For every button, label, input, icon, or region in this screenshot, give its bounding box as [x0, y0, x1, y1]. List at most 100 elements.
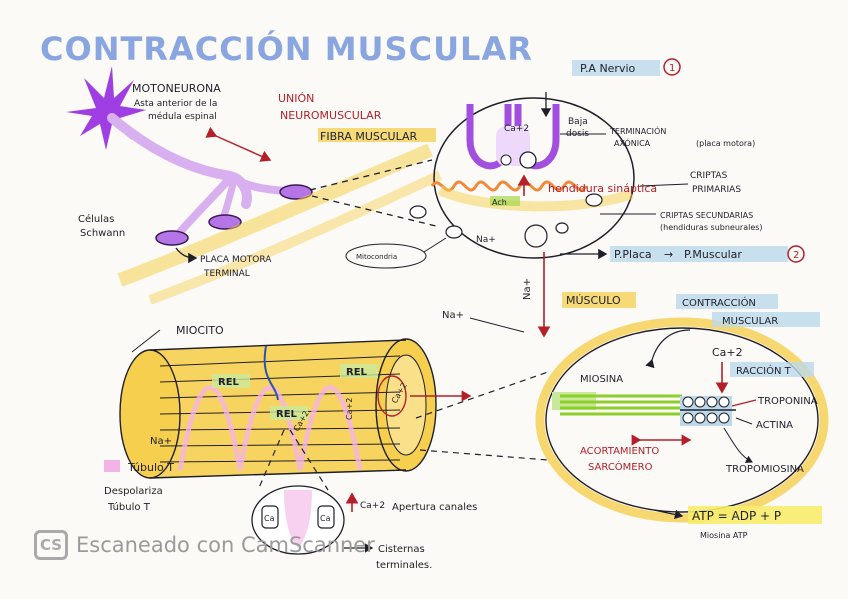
label-cisternas: Cisternas: [378, 544, 425, 555]
label-primarias: PRIMARIAS: [692, 185, 741, 195]
ca-highlight-ring: [377, 375, 407, 417]
highlight-raccion: [730, 362, 814, 377]
label-ca2-top: Ca+2: [504, 124, 529, 134]
pointer-line: [423, 237, 447, 253]
arrow: [645, 329, 691, 369]
watermark-text: Escaneado con CamScanner: [76, 533, 375, 557]
highlight-contraccion: [676, 294, 778, 309]
label-ach: Ach: [492, 198, 507, 207]
t-tubule-zoom: [284, 490, 312, 548]
zoom-line: [289, 429, 329, 491]
label-na-vertical: Na+: [522, 278, 533, 300]
label-placa-motora: PLACA MOTORA: [200, 255, 272, 265]
axon-branch: [176, 172, 236, 236]
label-criptas: CRIPTAS: [690, 171, 728, 181]
synapse-zoom-circle: [433, 97, 635, 259]
highlight-muscular: [712, 312, 820, 327]
label-neuromuscular: NEUROMUSCULAR: [280, 109, 382, 122]
arrow-red: [205, 126, 272, 162]
label-acortamiento: ACORTAMIENTO: [580, 446, 659, 457]
label-ca-circle-2: Ca: [320, 514, 331, 523]
pointer-line: [639, 183, 689, 187]
label-hendidura: hendidura sináptica: [548, 182, 657, 195]
sodium-channel: [524, 224, 548, 248]
muscle-fiber-stroke: [117, 143, 433, 287]
label-rel-2: REL: [346, 367, 368, 378]
label-despolariza-tubulo: Túbulo T: [107, 501, 151, 513]
label-terminal: TERMINAL: [203, 269, 250, 279]
step-number-2: 2: [793, 250, 799, 261]
label-pa-nervio: P.A Nervio: [580, 62, 636, 75]
axon: [107, 113, 252, 209]
scanner-watermark: CS Escaneado con CamScanner: [34, 530, 375, 560]
label-baja: Baja: [568, 117, 588, 127]
label-hendiduras-subneurales: (hendiduras subneurales): [660, 223, 763, 232]
label-despolariza: Despolariza: [104, 486, 163, 497]
label-rel-1: REL: [218, 377, 240, 388]
highlight-rel-1: [212, 374, 250, 388]
muscle-membrane: [437, 185, 634, 212]
label-celulas: Células: [78, 213, 114, 225]
mitochondria-callout: [345, 243, 427, 269]
schwann-cell: [279, 184, 313, 200]
camscanner-logo: CS: [34, 530, 68, 560]
label-atp-note: Miosina ATP: [700, 531, 748, 540]
zoom-line: [415, 371, 549, 419]
highlight-musculo: [562, 292, 636, 308]
synaptic-cleft: [430, 180, 588, 192]
vesicle: [500, 154, 512, 166]
label-actina: ACTINA: [756, 420, 793, 431]
schwann-cell: [208, 214, 242, 230]
label-motoneurona: MOTONEURONA: [132, 82, 221, 95]
label-musculo: MÚSCULO: [566, 294, 621, 307]
label-criptas-secundarias: CRIPTAS SECUNDARIAS: [660, 211, 753, 220]
label-na-left: Na+: [442, 310, 464, 321]
label-mitocondria: Mitocondria: [356, 253, 397, 261]
pointer-line: [731, 399, 757, 407]
label-p-placa: P.Placa: [614, 248, 652, 261]
label-troponina: TROPONINA: [757, 396, 818, 407]
highlight-pa-nervio: [572, 60, 660, 76]
cisterna-right: [317, 505, 335, 529]
pointer-line: [735, 417, 753, 425]
highlight-rel-2: [340, 364, 378, 378]
mitochondrion: [445, 225, 463, 239]
zoom-line: [419, 449, 549, 461]
label-miosina: MIOSINA: [580, 374, 623, 385]
step-badge-1: [663, 58, 681, 76]
muscle-fiber-stroke: [148, 170, 443, 305]
label-apertura-ca: Ca+2: [360, 501, 385, 511]
page-title: CONTRACCIÓN MUSCULAR: [40, 29, 533, 68]
arrow: [723, 427, 753, 463]
label-medula: médula espinal: [148, 111, 217, 122]
schwann-cell: [155, 230, 189, 246]
label-na-syn: Na+: [476, 235, 496, 245]
label-ca-circle-1: Ca: [264, 514, 275, 523]
highlight-fibra: [318, 128, 436, 142]
pointer-line: [131, 329, 161, 353]
actin-troponin-complex: [680, 396, 736, 426]
label-placa-paren: (placa motora): [696, 139, 755, 148]
label-p-muscular: P.Muscular: [684, 248, 742, 261]
label-cisternas-terminales: terminales.: [376, 560, 432, 571]
mitochondrion: [555, 222, 569, 234]
pointer-line: [469, 317, 525, 333]
label-na-bottom: Na+: [150, 436, 172, 447]
label-tubulo: Túbulo T: [127, 461, 174, 474]
mitochondrion: [585, 193, 603, 207]
arrow-glyph: →: [664, 248, 673, 261]
highlight-atp: [688, 506, 822, 524]
label-rel-3: REL: [276, 409, 298, 420]
label-terminacion: TERMINACIÓN: [609, 125, 666, 136]
legend-swatch-tubulo: [104, 460, 120, 472]
ach-receptor: [490, 196, 520, 206]
label-axonica: AXÓNICA: [614, 137, 651, 148]
label-ca-cyl-2: Ca+2: [345, 398, 354, 420]
label-schwann: Schwann: [80, 228, 125, 239]
cisterna-left: [261, 505, 279, 529]
highlight-p-placa: [610, 246, 788, 262]
label-atp: ATP = ADP + P: [692, 509, 781, 523]
highlight-rel-3: [270, 406, 308, 420]
label-tropomiosina: TROPOMIOSINA: [725, 464, 804, 475]
